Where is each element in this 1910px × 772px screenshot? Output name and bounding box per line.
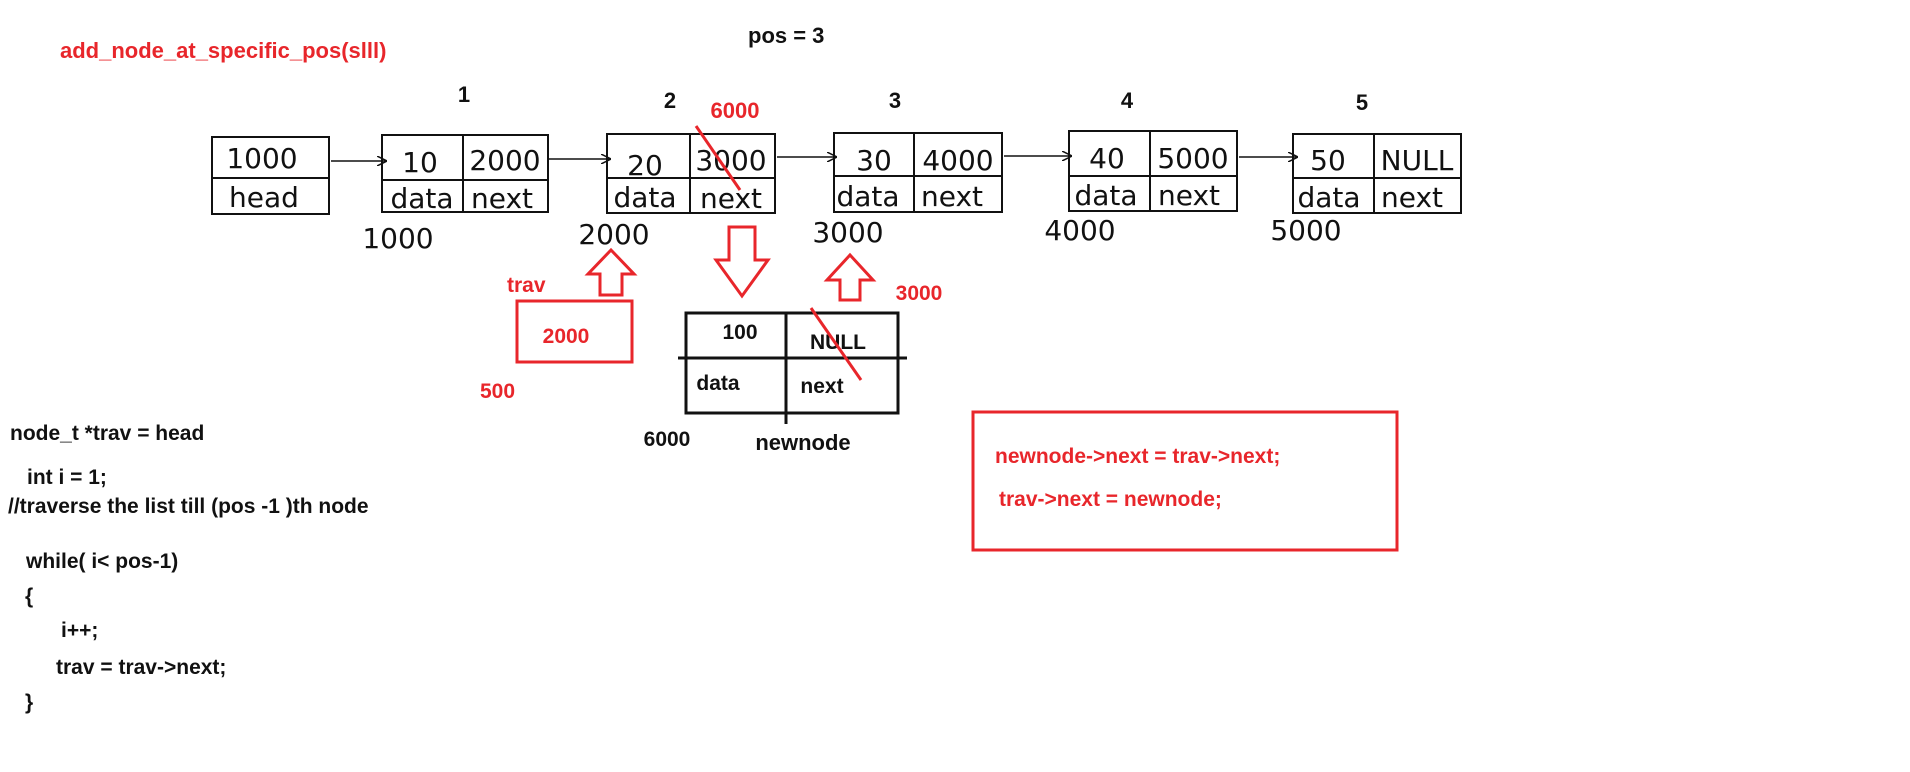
code-line: trav = trav->next; (56, 656, 226, 679)
strike-line (809, 307, 863, 381)
node-2: 2 20 3000 data next 2000 6000 (578, 88, 776, 251)
node-address: 5000 (1270, 214, 1341, 247)
node-next-label: next (700, 182, 762, 215)
newnode-data-value: 100 (722, 321, 757, 344)
statement-line: newnode->next = trav->next; (995, 445, 1280, 468)
node-index: 1 (458, 82, 470, 107)
node-data-label: data (1074, 179, 1137, 212)
node-data-value: 50 (1310, 144, 1346, 177)
newnode-address: 6000 (644, 428, 691, 451)
node-next-value: 2000 (469, 144, 540, 177)
code-line: node_t *trav = head (10, 422, 204, 445)
node-data-value: 40 (1089, 142, 1125, 175)
trav-label: trav (507, 274, 546, 297)
node-address: 1000 (362, 222, 433, 255)
newnode-next-value: NULL (810, 331, 866, 354)
newnode-new-next-value: 3000 (896, 282, 943, 305)
node-data-value: 10 (402, 146, 438, 179)
trav-address: 500 (480, 380, 515, 403)
code-line: //traverse the list till (pos -1 )th nod… (8, 495, 369, 518)
node-index: 2 (664, 88, 676, 113)
code-block: node_t *trav = head int i = 1; //travers… (8, 422, 369, 714)
strike-line (694, 125, 742, 191)
node-next-label: next (471, 182, 533, 215)
pos-label: pos = 3 (748, 23, 824, 48)
node-next-label: next (1381, 181, 1443, 214)
trav-value: 2000 (543, 325, 590, 348)
node-index: 4 (1121, 88, 1134, 113)
link-arrows (331, 156, 1297, 161)
up-arrow-icon (584, 247, 638, 297)
node-data-value: 30 (856, 144, 892, 177)
node-next-value: 4000 (922, 144, 993, 177)
down-arrow-icon (713, 225, 771, 299)
node-data-label: data (613, 181, 676, 214)
node-1: 1 10 2000 data next 1000 (362, 82, 549, 255)
head-label: head (229, 181, 299, 214)
newnode-name: newnode (755, 430, 850, 455)
node-index: 3 (889, 88, 901, 113)
node-data-label: data (1297, 181, 1360, 214)
node-data-value: 20 (627, 149, 663, 182)
newnode-data-label: data (696, 372, 740, 395)
node-address: 3000 (812, 216, 883, 249)
node-4: 4 40 5000 data next 4000 (1044, 88, 1238, 247)
code-line: } (25, 691, 33, 714)
node-next-label: next (921, 180, 983, 213)
trav-pointer: trav 2000 500 (480, 274, 634, 403)
up-arrow-icon (823, 252, 877, 302)
node-data-label: data (390, 182, 453, 215)
node-index: 5 (1356, 90, 1368, 115)
node-address: 2000 (578, 218, 649, 251)
code-line: i++; (61, 619, 98, 642)
code-line: int i = 1; (27, 466, 107, 489)
node2-new-next-value: 6000 (711, 98, 760, 123)
newnode-box: 100 NULL data next 6000 newnode 3000 (644, 282, 943, 455)
node-next-value: 5000 (1157, 142, 1228, 175)
node-next-label: next (1158, 179, 1220, 212)
node-5: 5 50 NULL data next 5000 (1270, 90, 1462, 247)
node-address: 4000 (1044, 214, 1115, 247)
node-data-label: data (836, 180, 899, 213)
statements-box: newnode->next = trav->next; trav->next =… (971, 410, 1399, 552)
newnode-next-label: next (800, 375, 843, 398)
head-value: 1000 (226, 142, 297, 175)
statement-line: trav->next = newnode; (999, 488, 1222, 511)
node-next-value: NULL (1381, 144, 1454, 177)
node-next-value: 3000 (695, 144, 766, 177)
node-3: 3 30 4000 data next 3000 (812, 88, 1003, 249)
head-box: 1000 head (211, 136, 330, 215)
code-line: { (25, 585, 33, 608)
code-line: while( i< pos-1) (25, 550, 178, 573)
diagram-title: add_node_at_specific_pos(slll) (60, 38, 386, 63)
